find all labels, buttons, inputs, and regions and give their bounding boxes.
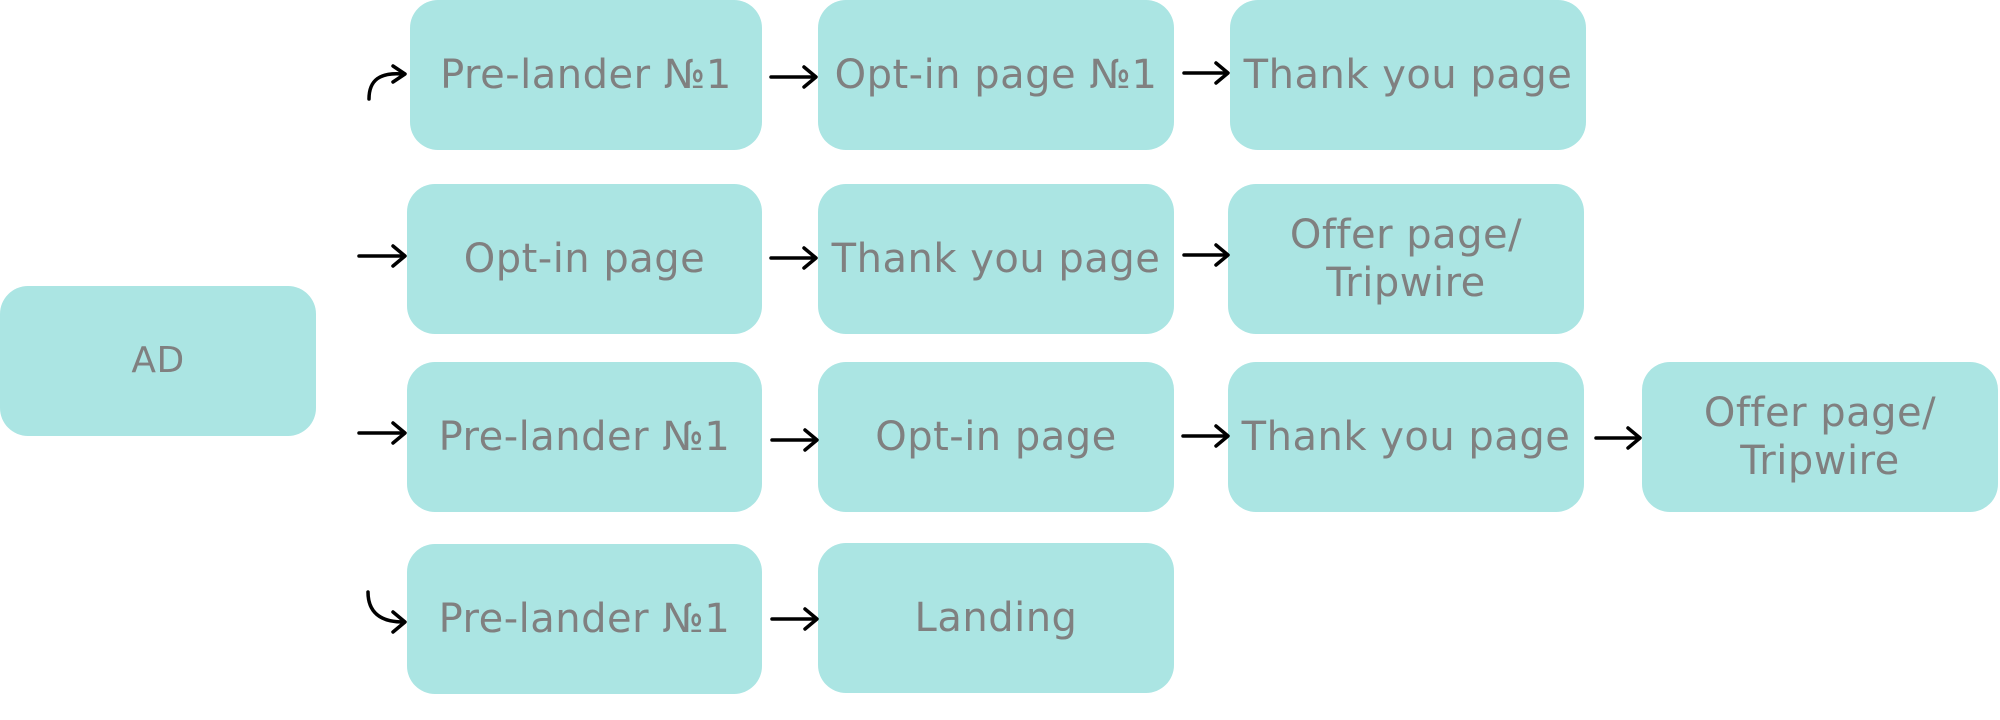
funnel-2-step-3-node: Offer page/ Tripwire	[1228, 184, 1584, 334]
funnel-3-step-3-label: Thank you page	[1241, 414, 1571, 460]
funnel-4-step-1-label: Pre-lander №1	[438, 596, 731, 642]
entry-arrow-curved-down	[366, 590, 407, 634]
funnel-1-step-3-label: Thank you page	[1243, 52, 1573, 98]
funnel-1-step-1-label: Pre-lander №1	[440, 52, 732, 98]
funnel-1-step-3-node: Thank you page	[1230, 0, 1586, 150]
funnel-1-step-1-node: Pre-lander №1	[410, 0, 762, 150]
funnel-3-arrow-2	[1181, 424, 1230, 448]
ad-node: AD	[0, 286, 316, 436]
funnel-2-step-1-label: Opt-in page	[463, 236, 706, 282]
entry-arrow-row-3	[357, 421, 407, 445]
funnel-2-arrow-1	[769, 246, 818, 270]
funnel-2-step-2-label: Thank you page	[831, 236, 1161, 282]
funnel-3-step-4-node: Offer page/ Tripwire	[1642, 362, 1998, 512]
funnel-1-step-2-label: Opt-in page №1	[834, 52, 1158, 98]
funnel-2-step-2-node: Thank you page	[818, 184, 1174, 334]
funnel-4-step-2-node: Landing	[818, 543, 1174, 693]
funnel-3-step-1-node: Pre-lander №1	[407, 362, 762, 512]
funnel-2-step-1-node: Opt-in page	[407, 184, 762, 334]
funnel-3-arrow-1	[770, 428, 819, 452]
funnel-3-step-1-label: Pre-lander №1	[438, 414, 731, 460]
entry-arrow-curved-up	[367, 64, 407, 101]
funnel-2-arrow-2	[1182, 243, 1230, 267]
funnel-1-step-2-node: Opt-in page №1	[818, 0, 1174, 150]
funnel-4-step-1-node: Pre-lander №1	[407, 544, 762, 694]
funnel-3-step-2-node: Opt-in page	[818, 362, 1174, 512]
funnel-2-step-3-label: Offer page/ Tripwire	[1289, 212, 1523, 306]
entry-arrow-row-2	[357, 244, 407, 268]
funnel-3-arrow-3	[1594, 426, 1642, 450]
ad-node-label: AD	[131, 340, 185, 381]
funnel-3-step-2-label: Opt-in page	[875, 414, 1117, 460]
funnel-3-step-3-node: Thank you page	[1228, 362, 1584, 512]
funnel-4-step-2-label: Landing	[914, 595, 1078, 641]
funnel-4-arrow-1	[770, 607, 819, 631]
funnel-1-arrow-1	[769, 65, 818, 89]
funnel-3-step-4-label: Offer page/ Tripwire	[1703, 390, 1937, 484]
funnel-1-arrow-2	[1182, 61, 1230, 85]
